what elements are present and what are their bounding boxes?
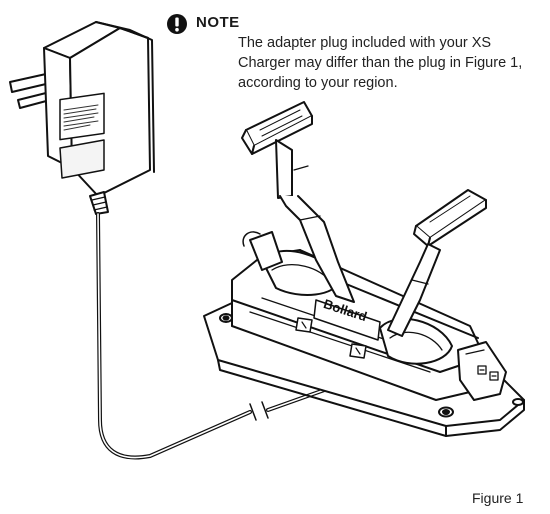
power-adapter: [9, 21, 332, 460]
charger-dock: Bollard: [203, 231, 525, 437]
note-label: NOTE: [196, 14, 240, 31]
right-controller: [387, 189, 487, 337]
left-controller: [241, 101, 355, 303]
note-text: The adapter plug included with your XS C…: [238, 35, 523, 91]
figure-caption: Figure 1: [472, 490, 524, 506]
exclamation-icon: [167, 14, 187, 34]
